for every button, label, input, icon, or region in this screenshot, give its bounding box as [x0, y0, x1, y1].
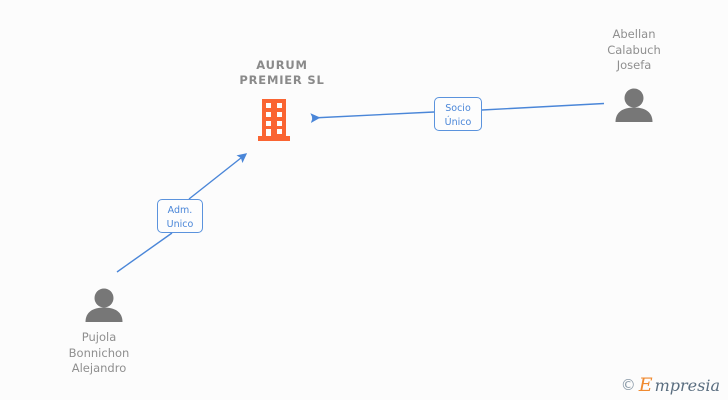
relation-label-adm-unico-line2: Unico: [166, 218, 194, 230]
person-icon-pujola-bonnichon-alejandro[interactable]: [77, 288, 131, 322]
company-title-line1: AURUM: [256, 58, 308, 72]
connector-adm-unico-upper-segment: [188, 153, 248, 200]
person-label-line1: Pujola: [81, 330, 117, 344]
relation-label-socio-unico-line1: Socio: [445, 103, 471, 114]
connector-socio-unico-left-segment: [310, 111, 435, 123]
person-label-line1: Abellan: [612, 27, 656, 41]
brand-initial: E: [638, 374, 653, 396]
person-label-pujola-bonnichon-alejandro: Pujola Bonnichon Alejandro: [19, 330, 179, 377]
person-label-abellan-calabuch-josefa: Abellan Calabuch Josefa: [554, 27, 714, 74]
company-title-line2: PREMIER SL: [239, 73, 325, 87]
copyright-icon: ©: [620, 376, 636, 394]
brand-name: mpresia: [654, 375, 720, 395]
relation-label-adm-unico-line1: Adm.: [167, 205, 193, 216]
connector-adm-unico-lower-segment: [116, 232, 173, 273]
building-icon[interactable]: [257, 99, 291, 141]
relation-label-adm-unico[interactable]: Adm. Unico: [157, 199, 203, 233]
relation-label-socio-unico-line2: Único: [444, 116, 472, 128]
connector-socio-unico-right-segment: [481, 102, 605, 111]
person-label-line2: Bonnichon: [68, 345, 130, 360]
watermark-empresia: © E mpresia: [621, 376, 720, 395]
person-icon-abellan-calabuch-josefa[interactable]: [607, 88, 661, 122]
person-label-line3: Josefa: [616, 58, 652, 72]
company-title: AURUM PREMIER SL: [202, 58, 362, 88]
person-label-line3: Alejandro: [71, 361, 127, 375]
relation-label-socio-unico[interactable]: Socio Único: [434, 97, 482, 131]
person-label-line2: Calabuch: [607, 42, 661, 57]
